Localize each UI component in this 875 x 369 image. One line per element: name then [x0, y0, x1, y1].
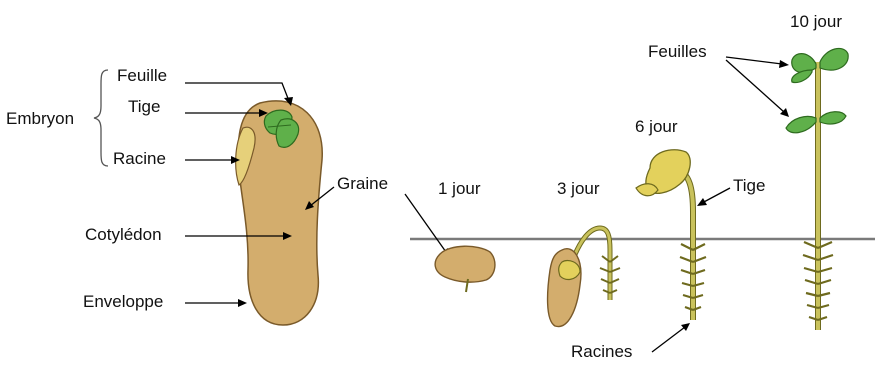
label-jour1: 1 jour [438, 179, 481, 198]
day3-leaf [559, 260, 580, 279]
label-embryon: Embryon [6, 109, 74, 128]
label-tige-seedling: Tige [733, 176, 765, 195]
stage-day-10 [786, 48, 848, 330]
label-racines: Racines [571, 342, 632, 361]
label-enveloppe: Enveloppe [83, 292, 163, 311]
arrowhead-tige-seedling [697, 198, 707, 206]
day10-lower-leaf-left [786, 116, 816, 132]
stage-day-6 [636, 150, 706, 320]
label-feuille: Feuille [117, 66, 167, 85]
label-jour3: 3 jour [557, 179, 600, 198]
stage-day-3 [548, 228, 620, 327]
arrow-feuilles-lower [726, 60, 784, 112]
day10-upper-leaf-right [820, 48, 848, 70]
day10-lower-leaf-right [820, 112, 846, 124]
arrow-feuille [185, 83, 289, 101]
day1-seed [435, 246, 495, 282]
arrow-racines [652, 327, 685, 352]
arrow-graine-right [405, 194, 446, 252]
arrowhead-enveloppe [238, 299, 247, 307]
label-racine: Racine [113, 149, 166, 168]
arrow-feuilles-upper [726, 57, 782, 64]
label-jour10: 10 jour [790, 12, 842, 31]
label-cotyledon: Cotylédon [85, 225, 162, 244]
stage-day-1 [435, 246, 495, 292]
day10-upper-leaf-small [792, 70, 812, 83]
label-jour6: 6 jour [635, 117, 678, 136]
label-graine: Graine [337, 174, 388, 193]
arrowhead-feuilles-upper [779, 60, 789, 68]
large-seed [236, 101, 323, 325]
arrow-tige-seedling [702, 188, 730, 203]
label-tige: Tige [128, 97, 160, 116]
label-feuilles: Feuilles [648, 42, 707, 61]
embryon-brace [94, 70, 108, 166]
